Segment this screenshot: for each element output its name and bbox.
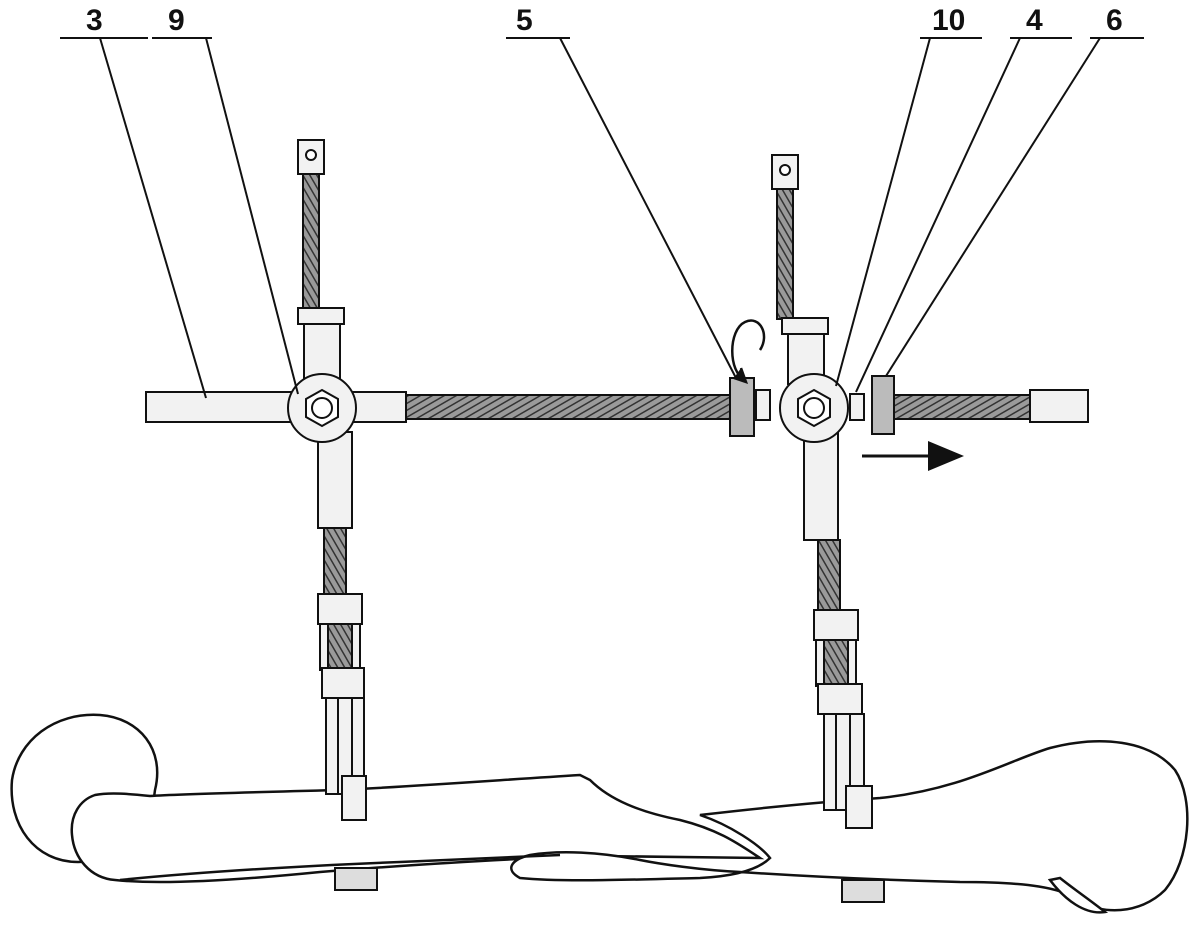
left-upper-collar xyxy=(297,307,345,325)
part-5-washer xyxy=(729,377,755,437)
left-clamp-side-l xyxy=(319,623,329,671)
left-clamp-block-top xyxy=(317,593,363,625)
right-upper-collar xyxy=(781,317,829,335)
part-5-spacer xyxy=(755,389,771,421)
left-clamp-thread xyxy=(327,623,353,669)
connecting-rod xyxy=(145,389,1089,423)
label-5: 5 xyxy=(516,4,533,37)
bone xyxy=(10,713,1189,914)
right-lower-threaded-pin xyxy=(817,539,841,611)
right-lower-sleeve xyxy=(803,431,839,541)
label-9: 9 xyxy=(168,4,185,37)
right-clamp-assembly xyxy=(729,154,895,829)
left-lower-sleeve xyxy=(317,431,353,529)
bone-shaft-lower-edge xyxy=(119,853,561,882)
pin-bottom-right xyxy=(841,879,885,903)
left-upper-threaded-pin xyxy=(302,173,320,313)
right-clamp-side-r xyxy=(847,639,857,687)
right-upper-eyelet xyxy=(771,154,799,190)
right-upper-threaded-pin xyxy=(776,188,794,320)
rod-plain-left xyxy=(145,391,407,423)
right-clamp-block-mid xyxy=(817,683,863,715)
right-clamp-foot xyxy=(845,785,873,829)
bone-condyle xyxy=(1047,876,1109,914)
rod-threaded-middle xyxy=(405,394,737,420)
part-4-spacer xyxy=(849,393,865,421)
left-clamp-block-mid xyxy=(321,667,365,699)
pin-bottom-left xyxy=(334,867,378,891)
leader-lines xyxy=(60,37,1144,399)
rotation-arrow-icon xyxy=(731,319,766,384)
right-clamp-side-l xyxy=(815,639,825,687)
label-3: 3 xyxy=(86,4,103,37)
left-clamp-assembly xyxy=(287,139,367,821)
right-clamp-block-top xyxy=(813,609,859,641)
label-4: 4 xyxy=(1026,4,1043,37)
rod-end-cap xyxy=(1029,389,1089,423)
label-10: 10 xyxy=(932,4,966,37)
right-clamp-thread xyxy=(823,639,849,685)
label-6: 6 xyxy=(1106,4,1123,37)
part-6-washer xyxy=(871,375,895,435)
left-lower-threaded-pin xyxy=(323,527,347,595)
rod-threaded-right xyxy=(879,394,1031,420)
left-clamp-foot xyxy=(341,775,367,821)
left-clamp-side-r xyxy=(351,623,361,671)
